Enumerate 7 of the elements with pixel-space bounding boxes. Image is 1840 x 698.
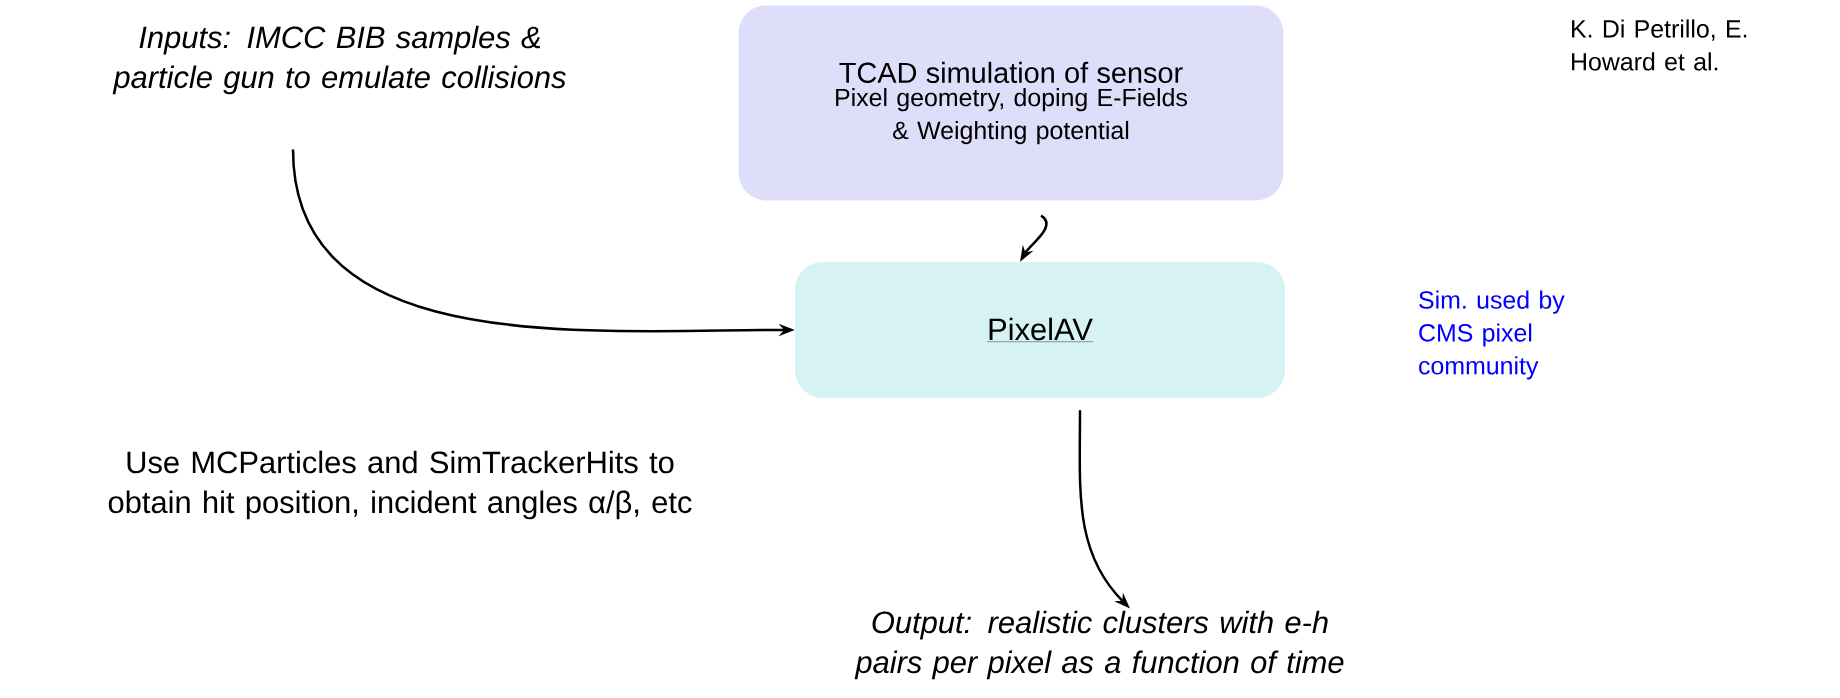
- process-box: PixelAV: [795, 262, 1285, 398]
- link-text: Sim. used by CMS pixel community: [1419, 290, 1565, 380]
- note-text: Use MCParticles and SimTrackerHits to obtain hit position, incident angles α/β, etc: [108, 450, 692, 520]
- note-text: Inputs: IMCC BIB samples & particle gun to emulate collisions: [112, 25, 566, 95]
- note-text: Output: realistic clusters with e-h pairs per pixel as a function of time: [854, 610, 1344, 680]
- process-box: TCAD simulation of sensor Pixel geometry, doping E-Fields & Weighting potential: [738, 5, 1284, 201]
- author-credit: K. Di Petrillo, E. Howard et al.: [1572, 19, 1747, 71]
